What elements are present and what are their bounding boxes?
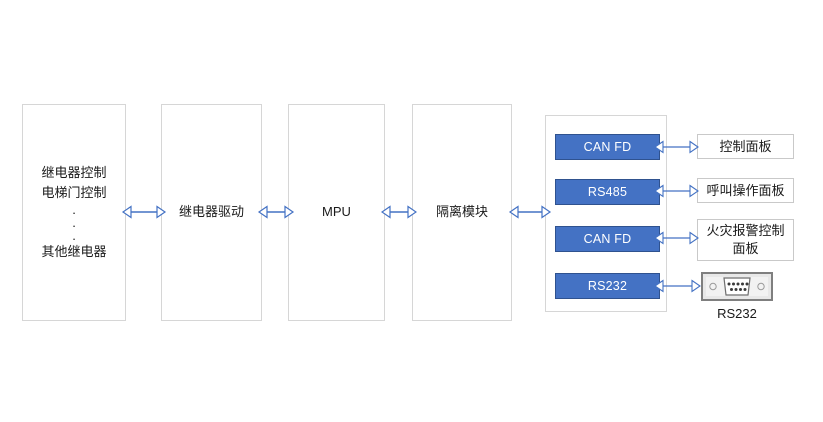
relay-control-line-2: 电梯门控制 [41,184,107,200]
block-mpu[interactable]: MPU [288,104,385,321]
relay-control-ellipsis: . . . [27,203,121,242]
ellipsis-dot-2: . [72,215,76,231]
db9-serial-connector-icon [701,272,773,306]
peripheral-call-operation-panel[interactable]: 呼叫操作面板 [697,178,794,203]
db9-connector-caption: RS232 [717,306,757,321]
bus-interface-rs232[interactable]: RS232 [555,273,660,299]
block-isolation-module-label: 隔离模块 [435,204,488,220]
peripheral-control-panel[interactable]: 控制面板 [697,134,794,159]
block-isolation-module[interactable]: 隔离模块 [412,104,512,321]
block-mpu-label: MPU [322,204,351,220]
block-relay-driver[interactable]: 继电器驱动 [161,104,262,321]
block-relay-control-text: 继电器控制 电梯门控制 . . . 其他继电器 [23,163,125,262]
ellipsis-dot-3: . [72,228,76,244]
block-relay-driver-label: 继电器驱动 [178,204,244,220]
bus-interface-container: CAN FD RS485 CAN FD RS232 [545,115,667,312]
bus-interface-canfd-1[interactable]: CAN FD [555,134,660,160]
relay-control-line-1: 继电器控制 [41,164,107,180]
block-relay-control[interactable]: 继电器控制 电梯门控制 . . . 其他继电器 [22,104,126,321]
relay-control-line-3: 其他继电器 [41,244,107,260]
ellipsis-dot-1: . [72,202,76,218]
peripheral-fire-alarm-control-panel[interactable]: 火灾报警控制面板 [697,219,794,261]
bus-interface-rs485[interactable]: RS485 [555,179,660,205]
bus-interface-canfd-2[interactable]: CAN FD [555,226,660,252]
